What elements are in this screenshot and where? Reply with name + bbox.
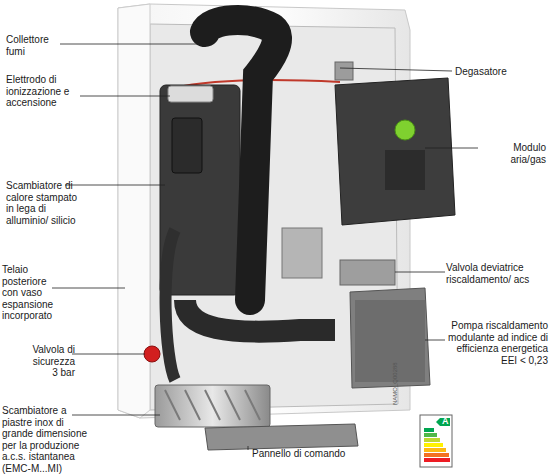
callout-label: Collettore fumi [6, 34, 66, 57]
leader-line [395, 272, 445, 273]
safety-valve [144, 346, 160, 362]
callout-label: Pompa riscaldamento modulante ad indice … [446, 320, 548, 366]
pipe [166, 230, 175, 380]
callout-label: Elettrodo di ionizzazione e accensione [6, 74, 86, 109]
electrode [168, 86, 213, 102]
module-cap [395, 120, 415, 140]
callout-label: Modulo aria/gas [478, 142, 546, 165]
leader-line [60, 44, 200, 45]
gas-valve [282, 228, 322, 278]
leader-line [340, 68, 452, 71]
leader-line [72, 354, 145, 355]
energy-bar [424, 438, 440, 442]
leader-line [72, 415, 160, 416]
air-gas-module [335, 78, 455, 225]
leader-line [425, 340, 445, 341]
pipe [185, 300, 335, 332]
drawing-code: NAMO_Q00288 [392, 362, 398, 405]
callout-label: Scambiatore di calore stampato in lega d… [6, 180, 78, 226]
pump [350, 288, 430, 388]
callout-label: Valvola deviatrice riscaldamento/ acs [446, 262, 546, 285]
pump-body [355, 300, 425, 382]
energy-bar [424, 453, 449, 457]
callout-label: Telaio posteriore con vaso espansione in… [2, 264, 64, 322]
energy-class: A [442, 416, 449, 426]
flue-pipe [205, 20, 277, 300]
leader-line [425, 148, 478, 149]
plate-exchanger [155, 385, 270, 427]
energy-bar [424, 433, 437, 437]
electrode-box [172, 118, 202, 173]
energy-bar [424, 448, 446, 452]
leader-line [248, 446, 249, 450]
energy-bar [424, 458, 450, 462]
degasser [335, 62, 353, 80]
leader-line [80, 96, 170, 97]
callout-label: Scambiatore a piastre inox di grande dim… [2, 405, 94, 474]
callout-label: Valvola di sicurezza 3 bar [30, 344, 75, 379]
plate-ribs [165, 390, 260, 420]
energy-bar [424, 428, 434, 432]
callout-label: Pannello di comando [252, 448, 372, 460]
energy-bar [424, 443, 443, 447]
module-grille [385, 150, 425, 190]
leader-lines [52, 44, 478, 450]
diverter-valve [340, 260, 395, 285]
energy-label [420, 415, 452, 467]
leader-line [65, 185, 165, 186]
callout-label: Degasatore [455, 66, 545, 78]
leader-line [52, 288, 125, 289]
control-panel [205, 424, 358, 450]
